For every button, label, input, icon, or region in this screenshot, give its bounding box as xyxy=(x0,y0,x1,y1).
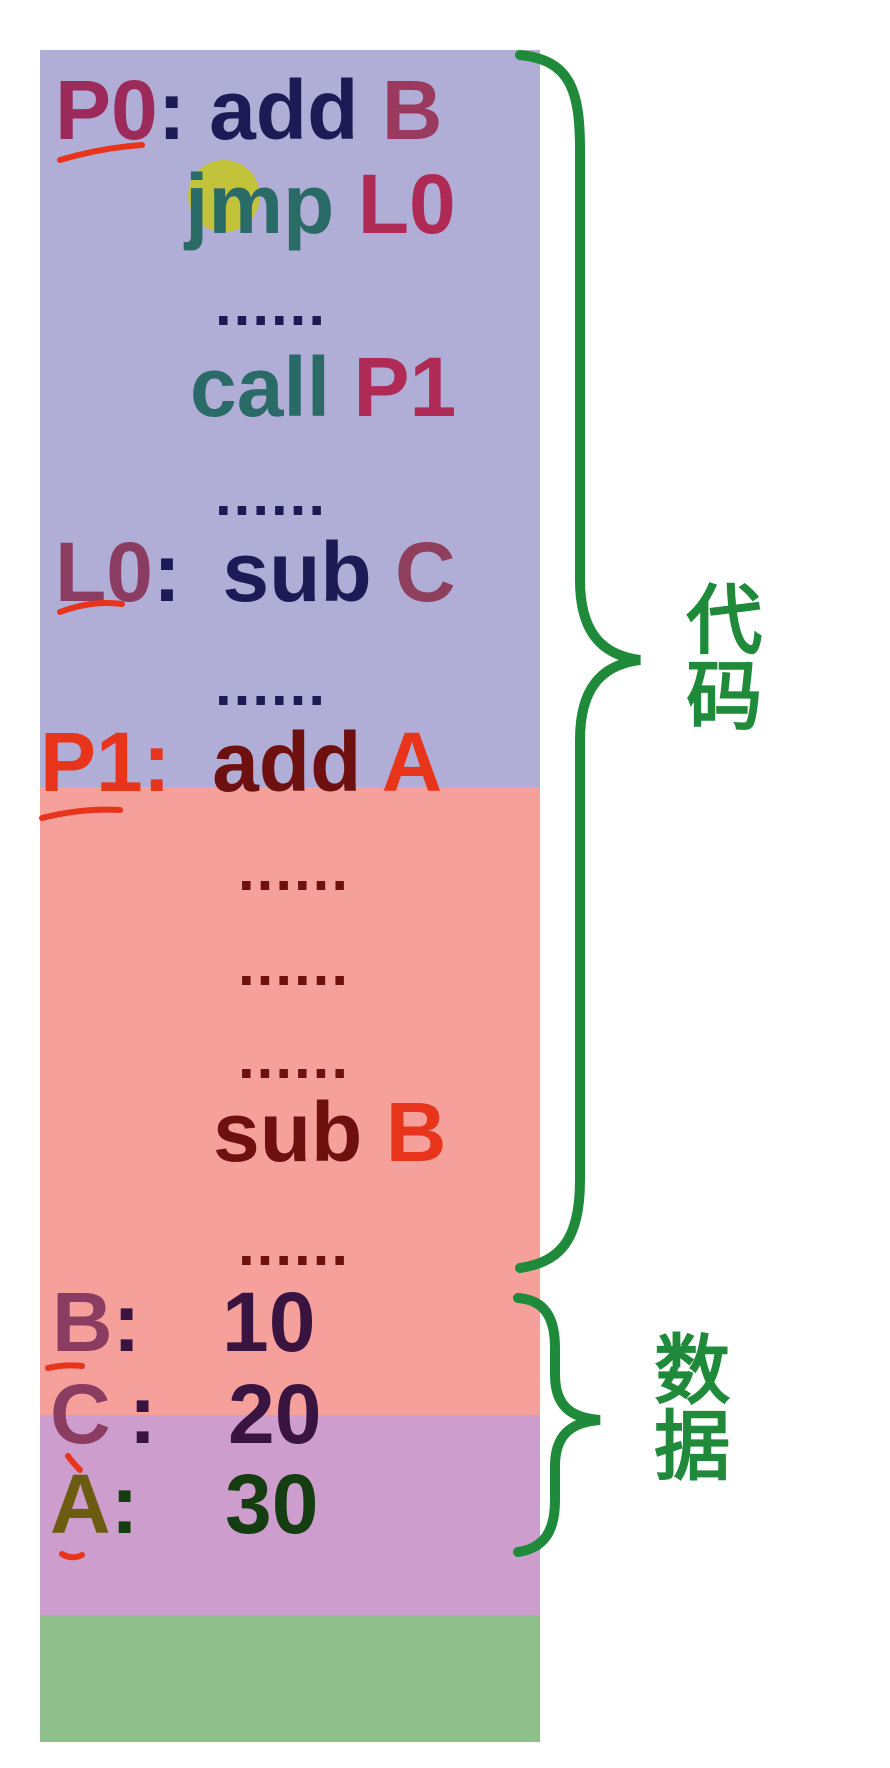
p0-arg-p1: P1 xyxy=(353,340,457,434)
p1-label: P1 xyxy=(40,715,143,809)
data-label-b: B xyxy=(52,1275,113,1369)
p1-colon: : xyxy=(142,715,171,809)
p0-arg-b: B xyxy=(381,63,443,157)
underline-c xyxy=(65,1453,83,1473)
p0-colon: : xyxy=(157,63,186,157)
underline-l0 xyxy=(57,600,125,615)
p1-line-add: P1: add A xyxy=(40,720,442,804)
p1-ellipsis-4: ...... xyxy=(238,1211,351,1278)
data-value-b: 10 xyxy=(222,1275,316,1369)
brace-code xyxy=(515,50,641,1273)
data-label-c: C xyxy=(50,1367,111,1461)
p1-line-sub: sub B xyxy=(213,1090,446,1174)
p1-ellipsis-3: ...... xyxy=(238,1024,351,1091)
label-data: 数据 xyxy=(641,1330,731,1482)
underline-b xyxy=(45,1362,85,1371)
data-block-b-c xyxy=(40,1415,540,1615)
p1-arg-a: A xyxy=(381,715,443,809)
data-label-a: A xyxy=(50,1457,111,1551)
data-value-a: 30 xyxy=(225,1457,319,1551)
l0-arg-c: C xyxy=(395,525,456,619)
p1-op-sub: sub xyxy=(213,1085,363,1179)
l0-line-sub: L0: sub C xyxy=(55,530,456,614)
data-row-c: C: xyxy=(50,1372,157,1456)
data-block-a xyxy=(40,1615,540,1742)
data-colon-a: : xyxy=(110,1457,139,1551)
underline-a xyxy=(59,1551,85,1561)
underline-p0 xyxy=(57,142,145,163)
p0-label: P0 xyxy=(55,63,158,157)
label-code: 代码 xyxy=(673,580,763,732)
pointer-highlight xyxy=(188,160,260,232)
p0-op-add: add xyxy=(209,63,359,157)
p0-line-add: P0: add B xyxy=(55,68,442,152)
p1-arg-b: B xyxy=(385,1085,447,1179)
p1-ellipsis-2: ...... xyxy=(238,931,351,998)
p0-op-call: call xyxy=(190,340,331,434)
p0-ellipsis-3: ...... xyxy=(215,651,328,718)
data-row-a: A: xyxy=(50,1462,139,1546)
p0-arg-l0: L0 xyxy=(357,157,456,251)
data-colon-b: : xyxy=(112,1275,141,1369)
p1-op-add: add xyxy=(212,715,362,809)
p0-ellipsis-2: ...... xyxy=(215,461,328,528)
data-value-c: 20 xyxy=(228,1367,322,1461)
p0-line-call: call P1 xyxy=(190,345,456,429)
p1-ellipsis-1: ...... xyxy=(238,836,351,903)
code-block-p1 xyxy=(40,787,540,1415)
brace-data xyxy=(513,1293,601,1557)
p0-op-jmp: jmp xyxy=(185,157,335,251)
p0-line-jmp: jmp L0 xyxy=(185,162,456,246)
l0-op-sub: sub xyxy=(222,525,372,619)
l0-colon: : xyxy=(153,525,182,619)
data-colon-c: : xyxy=(128,1367,157,1461)
p0-ellipsis-1: ...... xyxy=(215,271,328,338)
l0-label: L0 xyxy=(55,525,154,619)
data-row-b: B: xyxy=(52,1280,141,1364)
underline-p1 xyxy=(39,806,123,821)
code-block-p0 xyxy=(40,50,540,787)
